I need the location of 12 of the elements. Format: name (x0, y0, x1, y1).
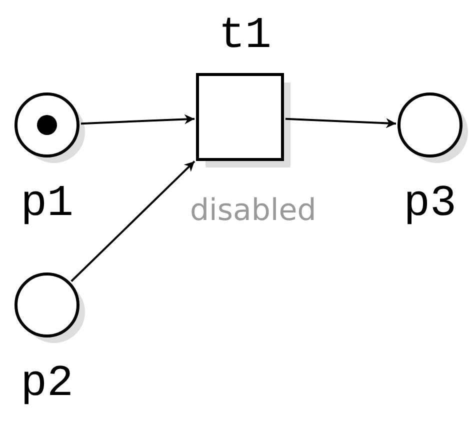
arrow (70, 160, 196, 282)
place-circle (398, 92, 468, 163)
place-circle (14, 92, 85, 163)
place-circle (14, 272, 85, 343)
arrow (285, 118, 396, 128)
status-label: disabled (190, 196, 316, 226)
node-label: t1 (218, 14, 272, 58)
node-label: p3 (404, 182, 456, 226)
node-label: p1 (20, 182, 74, 226)
arrow (80, 114, 195, 125)
transition-box (196, 73, 290, 168)
node-label: p2 (20, 362, 74, 406)
